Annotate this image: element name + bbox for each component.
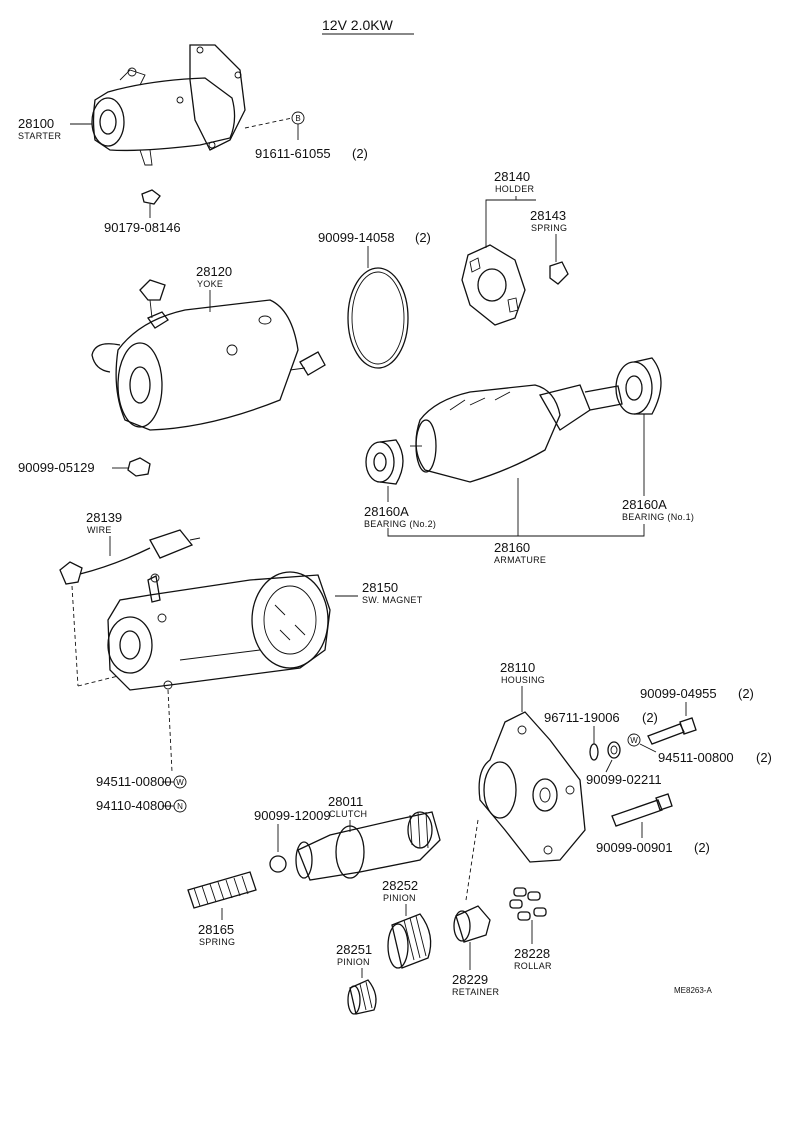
pinion-28252-name: PINION	[383, 893, 416, 903]
sw-magnet-name: SW. MAGNET	[362, 595, 423, 605]
oring-number: 90099-14058	[318, 230, 395, 245]
sw-magnet-dashed	[167, 689, 173, 773]
bolt-00901-drawing	[611, 799, 663, 827]
bearing-no2-drawing	[365, 439, 404, 485]
bearing-no1-drawing	[615, 357, 662, 415]
washer-right-number: 94511-00800	[658, 750, 734, 765]
nut-90179-number: 90179-08146	[104, 220, 181, 235]
oring-drawing	[347, 267, 409, 369]
spring-28165-number: 28165	[198, 922, 234, 937]
yoke-name: YOKE	[197, 279, 223, 289]
nut-94110-symbol: N	[173, 799, 187, 813]
washer-left-number: 94511-00800	[96, 774, 172, 789]
starter-name: STARTER	[18, 131, 61, 141]
bolt-00901-number: 90099-00901	[596, 840, 673, 855]
svg-text:W: W	[630, 736, 638, 745]
roller-number: 28228	[514, 946, 550, 961]
ball-12009-drawing	[269, 855, 287, 873]
ring-02211-number: 90099-02211	[586, 772, 662, 787]
yoke-drawing	[91, 279, 326, 431]
spring-28165-drawing	[187, 871, 257, 909]
ring-02211-drawing	[607, 741, 621, 759]
sw-magnet-number: 28150	[362, 580, 398, 595]
bearing-no1-number: 28160A	[622, 497, 667, 512]
spring-28143-name: SPRING	[531, 223, 567, 233]
armature-drawing	[410, 384, 623, 483]
starter-bolt-leader	[244, 117, 293, 129]
housing-number: 28110	[500, 660, 535, 675]
spring-28165-name: SPRING	[199, 937, 235, 947]
washer-96711-qty: (2)	[642, 710, 658, 725]
nut-90179-drawing	[141, 189, 161, 205]
bolt-04955-number: 90099-04955	[640, 686, 717, 701]
retainer-name: RETAINER	[452, 987, 499, 997]
armature-bracket	[387, 524, 645, 537]
starter-number: 28100	[18, 116, 54, 131]
bolt-91611-qty: (2)	[352, 146, 368, 161]
pinion-28252-number: 28252	[382, 878, 418, 893]
yoke-number: 28120	[196, 264, 232, 279]
washer-96711-number: 96711-19006	[544, 710, 620, 725]
housing-dashed	[465, 819, 479, 901]
svg-text:W: W	[176, 778, 184, 787]
wire-drawing	[59, 529, 201, 585]
svg-text:N: N	[177, 802, 183, 811]
starter-drawing	[91, 44, 246, 166]
diagram-code: ME8263-A	[674, 986, 712, 995]
nut-94110-number: 94110-40800	[96, 798, 172, 813]
bolt-04955-qty: (2)	[738, 686, 754, 701]
ball-12009-number: 90099-12009	[254, 808, 331, 823]
bearing-no2-number: 28160A	[364, 504, 409, 519]
spring-28143-drawing	[549, 261, 569, 285]
oring-qty: (2)	[415, 230, 431, 245]
roller-drawing	[509, 887, 547, 921]
armature-number: 28160	[494, 540, 530, 555]
retainer-number: 28229	[452, 972, 488, 987]
armature-name: ARMATURE	[494, 555, 546, 565]
retainer-drawing	[453, 905, 491, 943]
holder-bracket	[485, 199, 536, 248]
bearing-no1-name: BEARING (No.1)	[622, 512, 694, 522]
pinion-28251-name: PINION	[337, 957, 370, 967]
bolt-91611-number: 91611-61055	[255, 146, 331, 161]
clutch-name: CLUTCH	[329, 809, 367, 819]
bolt-91611-symbol: B	[291, 111, 305, 125]
holder-drawing	[461, 244, 526, 326]
nut-90099-05129-drawing	[127, 457, 151, 477]
holder-number: 28140	[494, 169, 530, 184]
roller-name: ROLLAR	[514, 961, 552, 971]
washer-right-symbol: W	[627, 733, 641, 747]
diagram-title: 12V 2.0KW	[322, 17, 394, 33]
washer-96711-drawing	[589, 743, 599, 761]
bolt-04955-drawing	[647, 723, 685, 745]
washer-left-symbol: W	[173, 775, 187, 789]
bolt-00901-qty: (2)	[694, 840, 710, 855]
spring-28143-number: 28143	[530, 208, 566, 223]
bearing-no2-name: BEARING (No.2)	[364, 519, 436, 529]
clutch-number: 28011	[328, 794, 363, 809]
washer-right-qty: (2)	[756, 750, 772, 765]
nut-90099-05129-number: 90099-05129	[18, 460, 95, 475]
housing-name: HOUSING	[501, 675, 545, 685]
pinion-28251-number: 28251	[336, 942, 372, 957]
pinion-28251-drawing	[347, 979, 377, 1015]
wire-number: 28139	[86, 510, 122, 525]
holder-name: HOLDER	[495, 184, 535, 194]
sw-magnet-drawing	[107, 571, 331, 691]
pinion-28252-drawing	[387, 913, 432, 969]
wire-name: WIRE	[87, 525, 112, 535]
housing-drawing	[478, 711, 586, 863]
svg-text:B: B	[295, 114, 300, 123]
clutch-drawing	[295, 811, 441, 881]
wire-dashed	[71, 585, 79, 687]
